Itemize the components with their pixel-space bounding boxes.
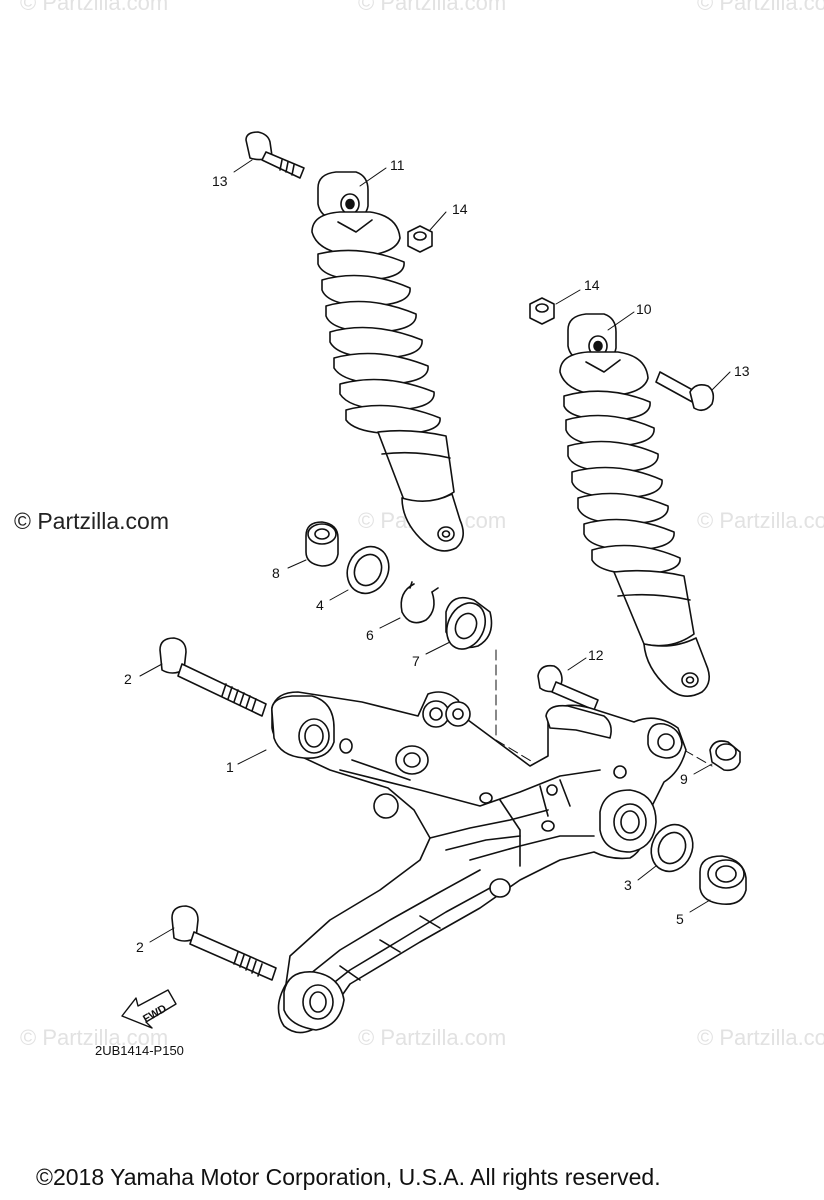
- callout-9: 9: [680, 771, 688, 787]
- callout-13: 13: [212, 173, 228, 189]
- bolt-2-upper: [159, 637, 267, 717]
- oil-seal-4: [346, 545, 390, 595]
- rear-shock-right: [559, 313, 710, 697]
- watermark: © Partzilla.com: [358, 1025, 507, 1050]
- watermark: © Partzilla.com: [697, 0, 824, 15]
- bolt-12: [537, 664, 599, 711]
- fwd-arrow-icon: FWD: [121, 989, 177, 1029]
- bolt-13-left: [245, 131, 305, 179]
- circlip-6: [400, 581, 439, 624]
- brand-label: © Partzilla.com: [14, 508, 169, 534]
- callout-13: 13: [734, 363, 750, 379]
- callout-2: 2: [136, 939, 144, 955]
- collar-9: [709, 740, 741, 772]
- watermark: © Partzilla.com: [697, 508, 824, 533]
- watermark: © Partzilla.com: [358, 0, 507, 15]
- callout-11: 11: [390, 157, 405, 173]
- callout-8: 8: [272, 565, 280, 581]
- copyright-notice: ©2018 Yamaha Motor Corporation, U.S.A. A…: [36, 1164, 661, 1190]
- callout-10: 10: [636, 301, 652, 317]
- relay-arm-1: [271, 691, 687, 1034]
- collar-8: [305, 521, 339, 567]
- callout-1: 1: [226, 759, 234, 775]
- callout-5: 5: [676, 911, 684, 927]
- bolt-2-lower: [171, 905, 277, 981]
- callout-14: 14: [452, 201, 468, 217]
- callout-7: 7: [412, 653, 420, 669]
- nut-14-left: [407, 225, 433, 253]
- callout-4: 4: [316, 597, 324, 613]
- nut-14-right: [529, 297, 555, 325]
- callout-12: 12: [588, 647, 604, 663]
- collar-5: [699, 855, 747, 906]
- callout-14: 14: [584, 277, 600, 293]
- callout-6: 6: [366, 627, 374, 643]
- watermark: © Partzilla.com: [697, 1025, 824, 1050]
- bearing-7: [445, 596, 493, 650]
- diagram-code: 2UB1414-P150: [95, 1043, 184, 1058]
- callout-labels: 13 11 14 14 10 13 8 4 6 7 12 2 1 9 3 5 2: [124, 157, 750, 955]
- watermark: © Partzilla.com: [20, 0, 169, 15]
- watermark: © Partzilla.com: [20, 1025, 169, 1050]
- callout-3: 3: [624, 877, 632, 893]
- bolt-13-right: [655, 371, 715, 412]
- oil-seal-3: [650, 823, 694, 873]
- rear-shock-left: [311, 171, 464, 552]
- leader-lines: [139, 159, 731, 943]
- callout-2: 2: [124, 671, 132, 687]
